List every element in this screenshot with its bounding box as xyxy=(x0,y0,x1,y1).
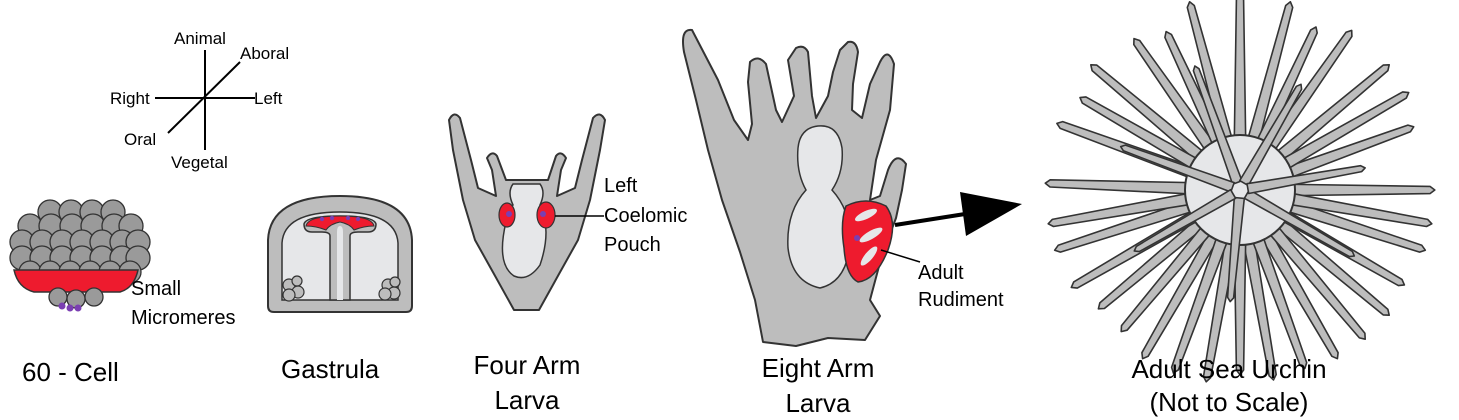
urchin-front-spines xyxy=(1119,65,1366,303)
adult-sea-urchin xyxy=(1044,0,1436,383)
urchin-spine xyxy=(1238,83,1303,187)
axis-label-right: Right xyxy=(110,89,150,108)
stage-label-eight-arm-larva: Larva xyxy=(785,388,851,418)
axis-label-left: Left xyxy=(254,89,283,108)
label-coelomic: Coelomic xyxy=(604,205,687,227)
stage-label-not-to-scale: (Not to Scale) xyxy=(1150,387,1309,417)
four-arm-larva: Left Coelomic Pouch xyxy=(448,113,687,311)
adult-rudiment xyxy=(841,200,894,283)
stage-label-60-cell: 60 - Cell xyxy=(22,357,119,387)
axis-label-oral: Oral xyxy=(124,130,156,149)
left-coelomic-pouch-right xyxy=(536,201,556,229)
stage-label-eight-arm: Eight Arm xyxy=(762,353,875,383)
embryo-cells xyxy=(9,199,151,284)
urchin-spine xyxy=(1246,164,1366,195)
metamorphosis-arrow xyxy=(894,192,1022,236)
gastrula-purple-dots xyxy=(319,215,361,222)
axis-label-vegetal: Vegetal xyxy=(171,153,228,172)
stage-label-adult-sea-urchin: Adult Sea Urchin xyxy=(1131,354,1326,384)
orientation-axes: Animal Aboral Right Left Oral Vegetal xyxy=(110,29,289,172)
stage-label-gastrula: Gastrula xyxy=(281,354,380,384)
eight-arm-larva: Adult Rudiment xyxy=(682,28,1004,347)
label-micromeres: Micromeres xyxy=(131,307,235,329)
adult-rudiment-lobes xyxy=(854,208,883,266)
label-small: Small xyxy=(131,278,181,300)
red-cell-layer xyxy=(13,269,139,293)
axis-label-animal: Animal xyxy=(174,29,226,48)
label-pouch: Pouch xyxy=(604,234,661,256)
label-left: Left xyxy=(604,175,638,197)
label-adult: Adult xyxy=(918,262,964,284)
urchin-spine xyxy=(1226,196,1246,303)
mesenchyme-cells-right xyxy=(378,276,401,301)
micromere-cells xyxy=(48,287,104,312)
sixty-cell-embryo: Small Micromeres xyxy=(9,199,235,329)
mesenchyme-cells-left xyxy=(282,275,305,302)
eight-arm-larva-body xyxy=(682,28,907,347)
label-rudiment: Rudiment xyxy=(918,289,1004,311)
urchin-spines xyxy=(1044,0,1436,383)
stage-label-four-arm: Four Arm xyxy=(474,350,581,380)
stage-label-four-arm-larva: Larva xyxy=(494,385,560,415)
urchin-spine xyxy=(1133,188,1237,253)
archenteron-lumen xyxy=(337,226,343,300)
axis-label-aboral: Aboral xyxy=(240,44,289,63)
eight-arm-larva-gut xyxy=(787,125,851,289)
gastrula xyxy=(267,194,413,313)
